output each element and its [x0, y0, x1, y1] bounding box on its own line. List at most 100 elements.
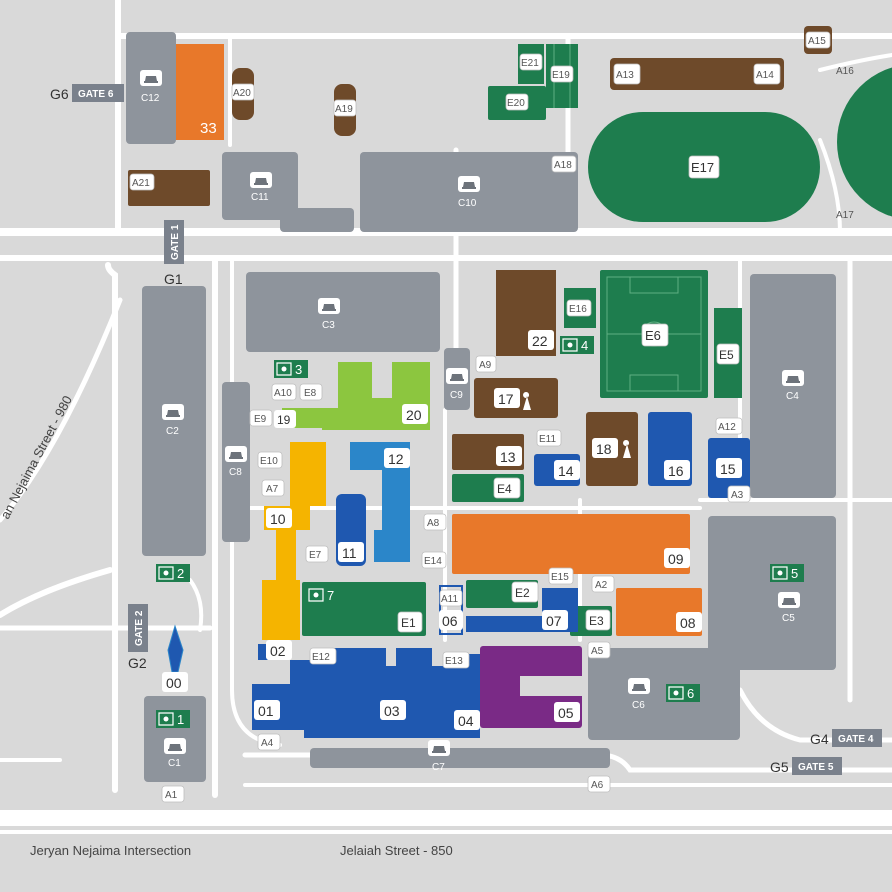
point-e13[interactable]: E13 [442, 651, 470, 669]
point-e20[interactable]: E20 [505, 93, 529, 111]
building-13[interactable]: 13 [496, 446, 522, 466]
building-01[interactable]: 01 [254, 700, 280, 720]
building-04[interactable]: 04 [454, 710, 480, 730]
point-e11[interactable]: E11 [536, 429, 562, 447]
point-e16[interactable]: E16 [566, 299, 592, 317]
point-label-a6: A6 [591, 780, 604, 791]
parking-c12[interactable]: C12 [140, 70, 162, 104]
point-a1[interactable]: A1 [161, 785, 185, 803]
point-label-e14: E14 [424, 556, 442, 567]
point-a19[interactable]: A19 [333, 99, 357, 117]
point-a9[interactable]: A9 [475, 355, 497, 373]
point-e9[interactable]: E9 [249, 409, 273, 427]
parking-c8[interactable]: C8 [225, 446, 247, 478]
point-label-e12: E12 [312, 652, 330, 663]
point-e21[interactable]: E21 [519, 53, 543, 71]
e-points: E21 E19 E20 E17 E16 E6 E5 E8 E9 E11 E10 … [249, 53, 740, 669]
point-e1[interactable]: E1 [397, 611, 423, 633]
building-14[interactable]: 14 [554, 460, 580, 480]
assembly-point-7[interactable]: 7 [306, 586, 340, 604]
gate-5[interactable]: G5 GATE 5 [770, 757, 842, 775]
point-label-a9: A9 [479, 360, 492, 371]
building-19[interactable]: 19 [274, 410, 296, 428]
parking-c11[interactable]: C11 [250, 172, 272, 203]
point-a15[interactable]: A15 [805, 31, 831, 49]
building-label-11: 11 [342, 545, 357, 561]
parking-c1[interactable]: C1 [164, 738, 186, 769]
point-a12[interactable]: A12 [715, 417, 743, 435]
point-a4[interactable]: A4 [257, 733, 281, 751]
point-a10[interactable]: A10 [271, 383, 297, 401]
assembly-point-3[interactable]: 3 [274, 360, 308, 378]
point-e14[interactable]: E14 [421, 551, 447, 569]
assembly-point-2[interactable]: 2 [156, 564, 190, 582]
gate-1[interactable]: GATE 1 G1 [164, 220, 184, 287]
building-02[interactable]: 02 [266, 640, 292, 660]
assembly-point-5[interactable]: 5 [770, 564, 804, 582]
point-a18[interactable]: A18 [551, 155, 577, 173]
point-a2[interactable]: A2 [591, 575, 615, 593]
point-e3[interactable]: E3 [585, 609, 611, 631]
point-e17[interactable]: E17 [688, 155, 720, 179]
building-33[interactable]: 33 [200, 120, 217, 137]
point-e19[interactable]: E19 [550, 65, 574, 83]
point-e12[interactable]: E12 [309, 647, 337, 665]
point-a11[interactable]: A11 [439, 589, 463, 607]
gate-6[interactable]: G6 GATE 6 [50, 84, 124, 102]
point-e7[interactable]: E7 [305, 545, 329, 563]
point-e6[interactable]: E6 [641, 323, 669, 347]
assembly-point-1[interactable]: 1 [156, 710, 190, 728]
building-15[interactable]: 15 [716, 458, 742, 478]
assembly-point-4[interactable]: 4 [560, 336, 594, 354]
point-a21[interactable]: A21 [129, 173, 155, 191]
parking-c2[interactable]: C2 [162, 404, 184, 437]
point-a14[interactable]: A14 [753, 63, 781, 85]
building-07[interactable]: 07 [542, 610, 568, 630]
building-16[interactable]: 16 [664, 460, 690, 480]
parking-c10[interactable]: C10 [458, 176, 480, 209]
building-33-shape [176, 44, 224, 140]
building-label-33: 33 [200, 120, 217, 137]
point-label-e19: E19 [552, 70, 570, 81]
point-e10[interactable]: E10 [257, 451, 283, 469]
point-a8[interactable]: A8 [423, 513, 447, 531]
building-10[interactable]: 10 [266, 508, 292, 528]
parking-c7[interactable]: C7 [428, 740, 450, 773]
parking-c3[interactable]: C3 [318, 298, 340, 331]
building-20[interactable]: 20 [402, 404, 428, 424]
point-e4[interactable]: E4 [493, 477, 521, 499]
building-22[interactable]: 22 [528, 330, 554, 350]
building-18[interactable]: 18 [592, 438, 631, 458]
building-03[interactable]: 03 [380, 700, 406, 720]
point-e8[interactable]: E8 [299, 383, 323, 401]
parking-c4[interactable]: C4 [782, 370, 804, 402]
building-05[interactable]: 05 [554, 702, 580, 722]
gate-code-g6: G6 [50, 86, 69, 102]
point-a13[interactable]: A13 [613, 63, 641, 85]
building-06[interactable]: 06 [439, 610, 463, 630]
point-e2[interactable]: E2 [511, 581, 539, 603]
building-00[interactable]: 00 [162, 672, 188, 692]
point-label-a19: A19 [335, 104, 353, 115]
point-e5[interactable]: E5 [716, 343, 740, 365]
parking-label-c1: C1 [168, 758, 181, 769]
assembly-point-6[interactable]: 6 [666, 684, 700, 702]
parking-c6[interactable]: C6 [628, 678, 650, 711]
building-09[interactable]: 09 [664, 548, 690, 568]
parking-c9[interactable]: C9 [446, 368, 468, 401]
point-a5[interactable]: A5 [587, 641, 611, 659]
point-e15[interactable]: E15 [548, 567, 574, 585]
parking-c5[interactable]: C5 [778, 592, 800, 624]
point-a6[interactable]: A6 [587, 775, 611, 793]
point-a7[interactable]: A7 [261, 479, 285, 497]
building-17[interactable]: 17 [494, 388, 531, 410]
building-08[interactable]: 08 [676, 612, 702, 632]
building-12[interactable]: 12 [384, 448, 410, 468]
building-label-17: 17 [498, 391, 514, 407]
gate-4[interactable]: G4 GATE 4 [810, 729, 882, 747]
point-a3[interactable]: A3 [727, 485, 751, 503]
gate-2[interactable]: GATE 2 G2 [128, 604, 148, 671]
point-a20[interactable]: A20 [231, 83, 255, 101]
building-11[interactable]: 11 [338, 542, 364, 562]
